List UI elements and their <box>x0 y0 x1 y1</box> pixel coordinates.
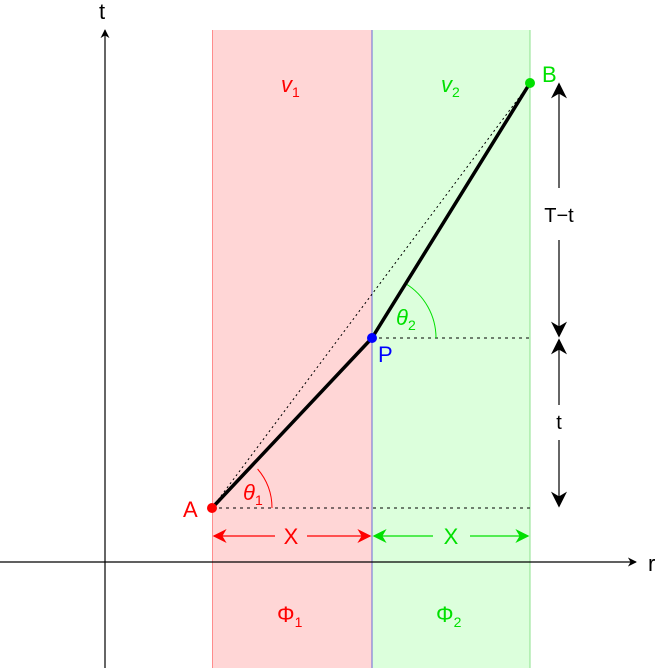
point-P-label: P <box>378 342 393 367</box>
theta1-label: θ1 <box>243 480 263 508</box>
medium-1-region <box>212 30 372 668</box>
x-dimension-left-label: X <box>284 524 299 549</box>
straight-line-A-B <box>211 82 531 509</box>
medium-1-speed-label: v1 <box>281 72 300 100</box>
theta2-label: θ2 <box>396 305 416 333</box>
medium-2-phi-label: Φ2 <box>436 602 462 630</box>
x-dimension-right-label: X <box>444 524 459 549</box>
medium-2-speed-label: v2 <box>441 72 460 100</box>
r-axis-label: r <box>648 551 655 576</box>
theta2-arc <box>405 283 437 339</box>
medium-2-region <box>372 30 530 668</box>
medium-1-phi-label: Φ1 <box>277 602 303 630</box>
t-dimension-label: t <box>556 412 562 434</box>
theta1-arc <box>257 468 273 509</box>
point-B <box>525 78 535 88</box>
point-A-label: A <box>183 497 198 522</box>
point-A <box>207 503 217 513</box>
t-axis-label: t <box>99 0 105 24</box>
T-minus-t-label: T−t <box>544 205 574 227</box>
point-B-label: B <box>542 62 557 87</box>
point-P <box>367 333 377 343</box>
